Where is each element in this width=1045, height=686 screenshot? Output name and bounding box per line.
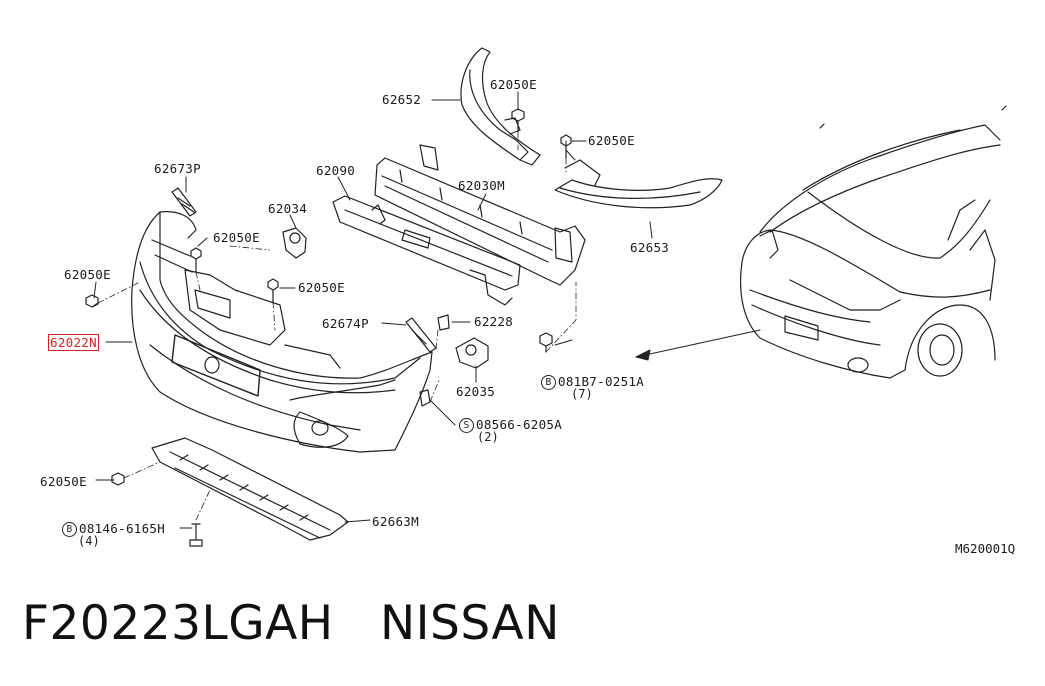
label-62035: 62035 (456, 384, 496, 399)
part-62652-trim (460, 47, 541, 166)
label-62090: 62090 (316, 163, 356, 178)
label-62050E-a: 62050E (213, 230, 260, 245)
part-62030M-beam (374, 144, 586, 286)
label-62228: 62228 (474, 314, 514, 329)
bolt-symbol-icon: B (62, 522, 77, 537)
diagram-code: M620001Q (955, 541, 1016, 556)
label-62030M: 62030M (458, 178, 505, 193)
part-62090-absorber (332, 195, 521, 306)
part-62653-trim (554, 159, 723, 209)
label-62663M: 62663M (372, 514, 419, 529)
caption-part-number: F20223LGAH (22, 596, 334, 651)
parts-diagram (85, 47, 1007, 547)
part-62035-bracket (455, 337, 489, 369)
label-62034: 62034 (268, 201, 308, 216)
label-62653: 62653 (630, 240, 670, 255)
label-62050E-left: 62050E (64, 267, 111, 282)
label-081B7-qty: (7) (571, 387, 593, 401)
part-caption: F20223LGAH NISSAN (22, 596, 560, 651)
label-62050E-right: 62050E (588, 133, 635, 148)
part-62663M-undercover (151, 437, 349, 541)
label-62050E-b: 62050E (298, 280, 345, 295)
label-62022N-highlighted: 62022N (48, 334, 99, 351)
part-62674P-bracket (405, 317, 437, 353)
label-08566-qty: (2) (477, 430, 499, 444)
leader-lines (93, 91, 761, 529)
part-62034-bracket (282, 227, 307, 259)
caption-brand: NISSAN (379, 596, 560, 651)
part-62673P-bracket (171, 187, 197, 217)
label-62050E-top: 62050E (490, 77, 537, 92)
part-62228-clip (437, 314, 450, 331)
bolt-symbol-icon: B (541, 375, 556, 390)
label-08146-qty: (4) (78, 534, 100, 548)
label-62673P: 62673P (154, 161, 201, 176)
assembly-lines (97, 131, 577, 521)
label-62050E-bottom: 62050E (40, 474, 87, 489)
label-62674P: 62674P (322, 316, 369, 331)
screw-symbol-icon: S (459, 418, 474, 433)
vehicle-overview (740, 105, 1007, 379)
label-62652: 62652 (382, 92, 422, 107)
part-62022N-bumper (131, 211, 433, 453)
